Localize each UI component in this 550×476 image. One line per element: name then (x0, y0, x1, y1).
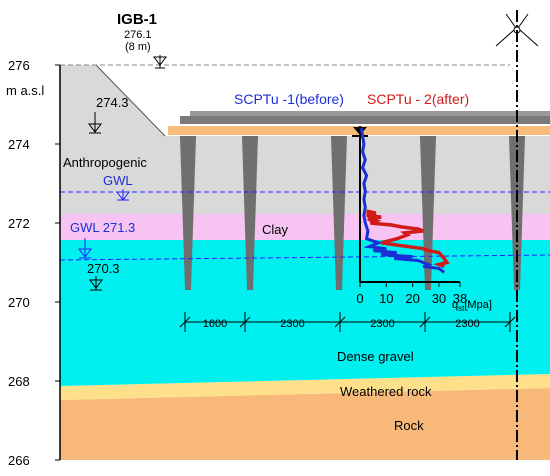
series-after (366, 209, 450, 269)
level-embankment-top: 274.3 (96, 95, 129, 110)
spacing-label: 1600 (203, 318, 227, 330)
level-gwl-low: 270.3 (87, 261, 120, 276)
cpt-tick-label: 10 (379, 291, 393, 306)
layer-label-rock: Rock (394, 418, 424, 433)
dimension-slash (239, 316, 251, 328)
gwl-label: GWL (103, 173, 133, 188)
layer-label-anthropogenic: Anthropogenic (63, 155, 147, 170)
spacing-label: 2300 (370, 318, 394, 330)
cpt-tick-label: 30 (432, 291, 446, 306)
borehole-depth: (8 m) (125, 41, 151, 53)
y-tick-label: 274 (8, 137, 30, 152)
level-marker-low (89, 276, 103, 291)
pile (180, 136, 196, 290)
layer-weathered-rock (60, 374, 550, 400)
cpt-axis-label-q: q (452, 299, 458, 311)
layer-label-weathered: Weathered rock (340, 384, 432, 399)
y-tick-label: 270 (8, 295, 30, 310)
y-tick-label: 272 (8, 216, 30, 231)
gwl-lower-label: GWL 271.3 (70, 220, 135, 235)
cpt-tick-label: 38 (453, 291, 467, 306)
y-tick-label: 268 (8, 374, 30, 389)
soil-layers (60, 64, 550, 460)
legend-before: SCPTu -1(before) (234, 91, 344, 107)
spacing-label: 2300 (455, 318, 479, 330)
cpt-tick-label: 0 (356, 291, 363, 306)
pile (331, 136, 347, 290)
dimension-slash (419, 316, 431, 328)
cpt-tick-label: 20 (405, 291, 419, 306)
axis-unit: m a.s.l (6, 83, 44, 98)
cpt-chart: 0 10 20 30 38 qst[Mpa] (352, 126, 492, 313)
dimension-slash (179, 316, 191, 328)
level-marker-top (153, 55, 167, 69)
layer-rock (60, 388, 550, 460)
series-before (359, 127, 446, 274)
borehole-name: IGB-1 (117, 11, 157, 28)
level-marker-embankment (88, 112, 102, 134)
slab-deck (180, 116, 550, 124)
y-tick-label: 266 (8, 453, 30, 468)
layer-dense-gravel (60, 240, 550, 386)
slab-deck-top (190, 111, 550, 116)
gwl-marker-upper (116, 189, 130, 201)
layer-label-clay: Clay (262, 222, 289, 237)
cpt-axis-label-unit: [Mpa] (464, 299, 492, 311)
borehole-elevation: 276.1 (124, 29, 152, 41)
pile-spacing-dimensions: 1600 2300 2300 2300 (179, 312, 516, 332)
embankment-slope (95, 64, 166, 137)
dimension-slash (504, 316, 516, 328)
cpt-axis-label-sub: st (458, 304, 465, 313)
tree-symbol-icon (495, 13, 539, 47)
gwl-marker-lower (78, 238, 92, 259)
cpt-head-icon (353, 127, 367, 135)
dimension-slash (334, 316, 346, 328)
left-axis-ticks: 276 274 272 270 268 266 (8, 58, 60, 468)
legend-after: SCPTu - 2(after) (367, 91, 469, 107)
layer-label-gravel: Dense gravel (337, 349, 414, 364)
gwl-lower-line (59, 254, 550, 261)
y-tick-label: 276 (8, 58, 30, 73)
cpt-axis-label: qst[Mpa] (452, 299, 492, 313)
spacing-label: 2300 (280, 318, 304, 330)
cpt-x-ticks: 0 10 20 30 38 (356, 282, 467, 306)
pile (242, 136, 258, 290)
